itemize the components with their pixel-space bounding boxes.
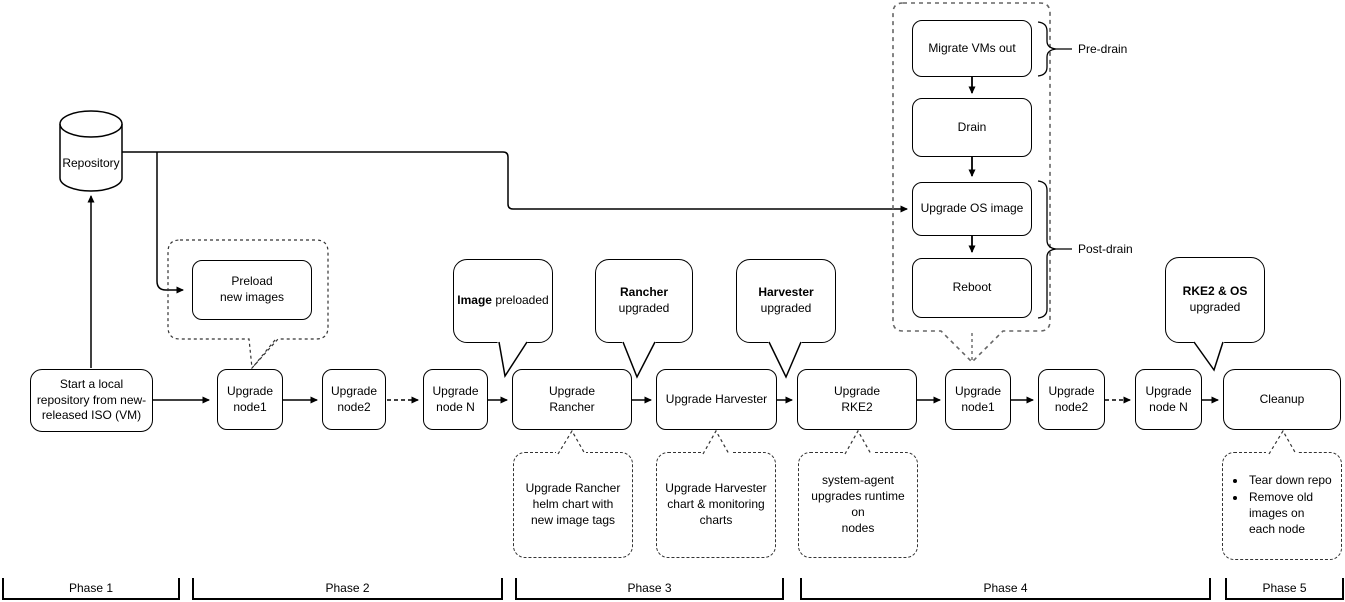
flow-box-upgrade-node2-b: Upgrade node2 [1038,369,1105,430]
post-drain-brace [1037,180,1072,319]
repository-cylinder-icon [59,110,123,192]
flow-box-start-repository: Start a local repository from new- relea… [30,369,153,432]
drain-box-drain: Drain [912,98,1032,157]
flow-box-cleanup: Cleanup [1223,369,1341,430]
callout-harvester-upgraded: Harvester upgraded [736,259,836,343]
phase-bracket-5: Phase 5 [1225,578,1344,600]
line-repository-to-preload [156,152,184,294]
pre-drain-label: Pre-drain [1078,42,1128,56]
callout-image-preloaded-text: Image preloaded [457,293,549,308]
post-drain-label: Post-drain [1078,242,1133,256]
phase-5-label: Phase 5 [1262,581,1307,595]
callout-image-preloaded: Image preloaded [453,259,553,343]
cleanup-task-item: Remove old images on each node [1247,490,1333,538]
preload-new-images-box: Preload new images [192,260,312,320]
cleanup-task-item: Tear down repo [1247,473,1333,490]
repository-label: Repository [62,156,120,170]
phase-bracket-2: Phase 2 [192,578,503,600]
phase-3-label: Phase 3 [627,581,672,595]
flow-box-upgrade-harvester: Upgrade Harvester [656,369,777,430]
flow-box-upgrade-rancher: Upgrade Rancher [512,369,632,430]
tail-preload-callout [252,339,276,368]
tail-rke2-os-upgraded [1192,340,1225,372]
phase-bracket-1: Phase 1 [2,578,180,600]
flow-box-upgrade-node1-a: Upgrade node1 [217,369,283,430]
phase-bracket-3: Phase 3 [515,578,784,600]
drain-box-migrate-vms-out: Migrate VMs out [912,20,1032,77]
flow-box-upgrade-nodeN-b: Upgrade node N [1135,369,1202,430]
line-repository-to-upgrade-os [122,151,908,213]
drain-box-upgrade-os-image: Upgrade OS image [912,182,1032,236]
phase-bracket-4: Phase 4 [800,578,1211,600]
note-cleanup-tasks: Tear down repo Remove old images on each… [1222,452,1342,560]
flow-box-upgrade-nodeN-a: Upgrade node N [423,369,488,430]
cleanup-task-list: Tear down repo Remove old images on each… [1231,473,1333,538]
drain-box-reboot: Reboot [912,258,1032,318]
flow-box-upgrade-node1-b: Upgrade node1 [945,369,1011,430]
note-harvester-charts: Upgrade Harvester chart & monitoring cha… [656,452,776,558]
flow-box-upgrade-rke2: Upgrade RKE2 [797,369,917,430]
callout-rke2-os-upgraded: RKE2 & OS upgraded [1165,257,1265,343]
note-system-agent: system-agent upgrades runtime on nodes [798,452,918,558]
callout-rancher-upgraded: Rancher upgraded [595,259,693,343]
phase-1-label: Phase 1 [68,581,114,595]
pre-drain-brace [1037,21,1072,77]
phase-4-label: Phase 4 [983,581,1028,595]
note-rancher-helm-chart: Upgrade Rancher helm chart with new imag… [513,452,633,558]
flow-box-upgrade-node2-a: Upgrade node2 [322,369,386,430]
phase-2-label: Phase 2 [325,581,370,595]
